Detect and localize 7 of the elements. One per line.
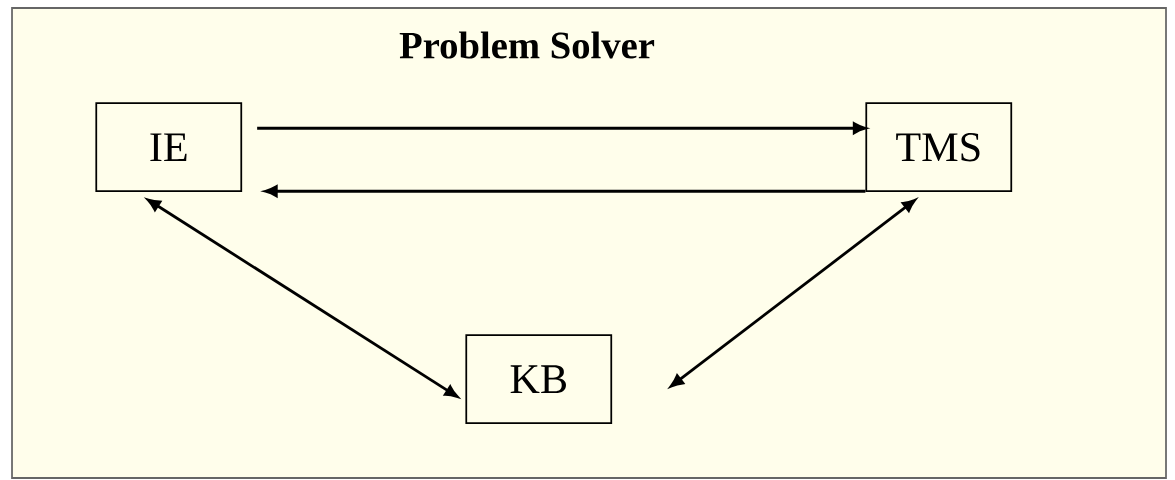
process-box: KB bbox=[465, 334, 613, 425]
arrow bbox=[146, 198, 459, 398]
arrow bbox=[670, 199, 916, 388]
process-box: TMS bbox=[865, 102, 1013, 193]
panel-title: Problem Solver bbox=[399, 31, 655, 59]
panel bbox=[11, 7, 1167, 479]
process-box: IE bbox=[95, 102, 243, 193]
